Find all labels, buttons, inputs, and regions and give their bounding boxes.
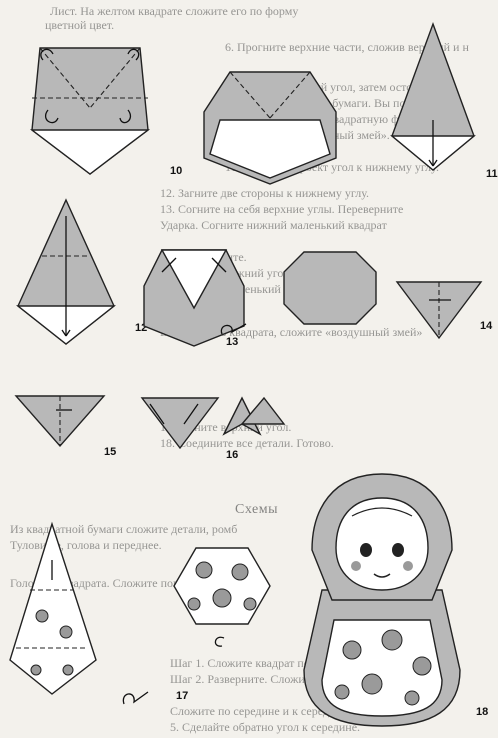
fig17-diagram [6,520,106,700]
floral-hexagon-diagram [170,544,274,628]
fig15-diagram [12,392,108,450]
bg-text-line: Лист. На желтом квадрате сложите его по … [50,4,298,18]
fig18-matryoshka [282,470,482,730]
fig11-label: 11 [486,168,498,180]
fig11-diagram [388,20,483,190]
rotate-arrow-icon [210,632,230,652]
fig10-label: 10 [170,165,182,177]
fig14-diagram [393,278,485,342]
bg-text-line: 12. Загните две стороны к нижнему углу. [160,186,369,200]
fig16-label: 16 [226,449,238,461]
fig17-turn-arrow-icon [120,686,160,710]
fig10-house-diagram [200,68,340,188]
section-title: Схемы [235,502,278,518]
fig14-label: 14 [480,320,492,332]
fig15-label: 15 [104,446,116,458]
bg-text-line: Ударка. Согните нижний маленький квадрат [160,218,387,232]
fig12-diagram [14,196,134,346]
fig16-diagram [138,394,288,454]
fig10-diagram [18,40,163,180]
fig17-label: 17 [176,690,188,702]
fig13-label: 13 [226,336,238,348]
bg-text-line: 13. Согните на себя верхние углы. Переве… [160,202,403,216]
fig18-label: 18 [476,706,488,718]
octagon-diagram [280,248,380,328]
bg-text-line: цветной цвет. [45,18,114,32]
